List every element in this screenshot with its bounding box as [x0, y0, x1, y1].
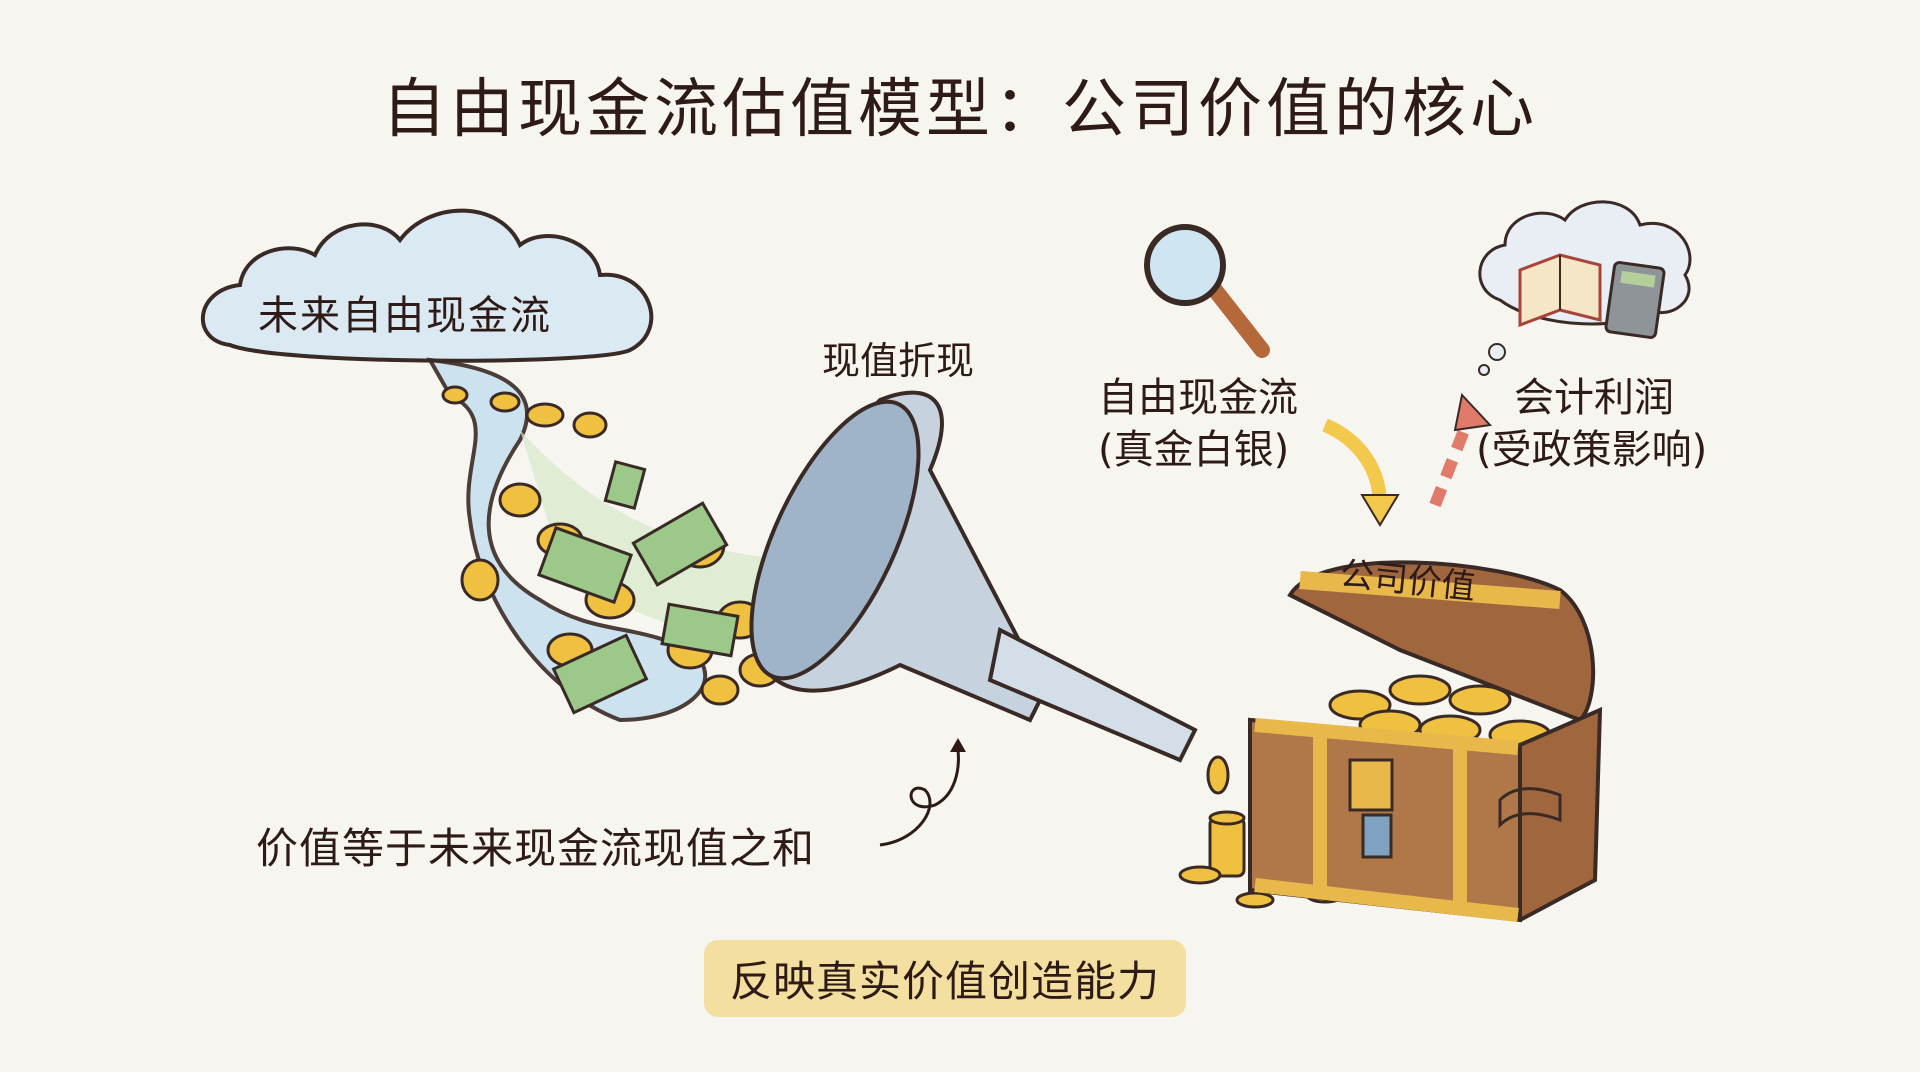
fcf-arrowhead-icon	[1360, 494, 1400, 527]
highlight-banner: 反映真实价值创造能力	[704, 940, 1187, 1017]
discount-label: 现值折现	[822, 339, 975, 383]
profit-line1: 会计利润	[1514, 375, 1674, 421]
thought-cloud-icon	[1478, 200, 1692, 376]
calculator-icon	[1604, 261, 1666, 339]
cloud-icon	[201, 208, 654, 363]
annotation-arrow-icon	[879, 749, 960, 847]
value-sum-annotation: 价值等于未来现金流现值之和	[256, 824, 816, 873]
cloud-label: 未来自由现金流	[258, 293, 552, 339]
treasure-chest-icon	[1248, 560, 1603, 923]
profit-line2: (受政策影响)	[1476, 427, 1708, 473]
book-icon	[1518, 253, 1602, 328]
page-title: 自由现金流估值模型：公司价值的核心	[382, 73, 1538, 147]
profit-arrow-icon	[1429, 412, 1476, 508]
fcf-arrow-icon	[1322, 418, 1387, 506]
accounting-profit-label: 会计利润 (受政策影响)	[1476, 372, 1707, 476]
fcf-line1: 自由现金流	[1098, 375, 1298, 421]
fcf-line2: (真金白银)	[1098, 427, 1290, 473]
profit-arrowhead-icon	[1453, 392, 1493, 432]
funnel-icon	[749, 390, 1198, 763]
annotation-arrowhead-icon	[950, 738, 966, 752]
magnifying-glass-icon	[1144, 224, 1270, 358]
free-cash-flow-label: 自由现金流 (真金白银)	[1098, 372, 1298, 476]
